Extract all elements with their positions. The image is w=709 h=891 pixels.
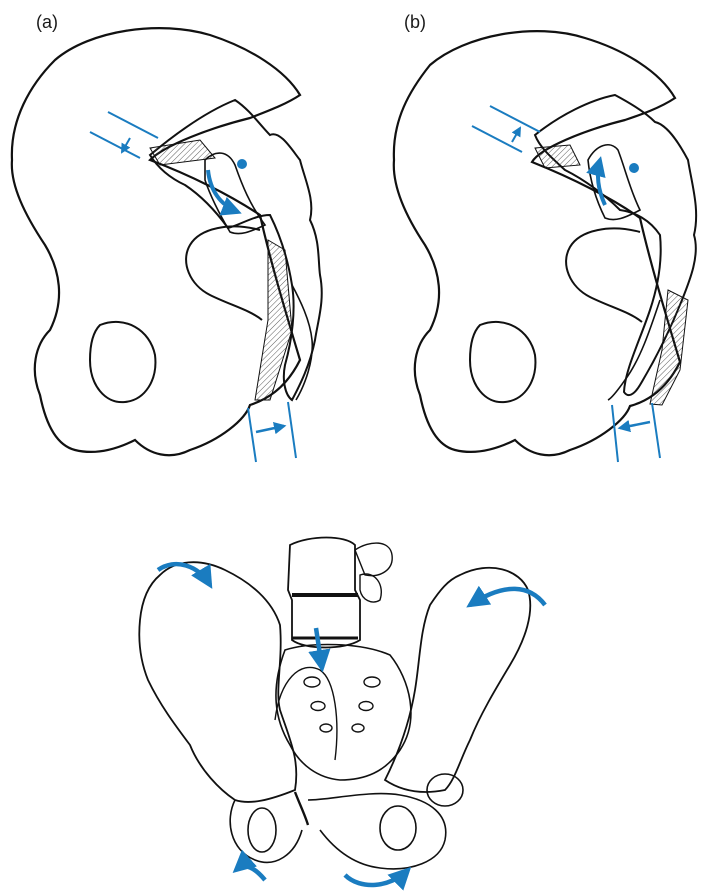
reference-line-a-bottom2	[288, 402, 296, 458]
ligament-hatch-b1	[535, 145, 580, 168]
ligament-hatch-b2	[650, 290, 688, 405]
reference-line-b-top2	[490, 106, 540, 132]
rotation-center-a	[237, 159, 247, 169]
curved-arrow-icon	[598, 160, 605, 205]
vertebra-facet	[360, 574, 381, 602]
reference-line-a-bottom1	[248, 408, 256, 462]
sacrum-anterior	[276, 645, 411, 780]
reference-line-a-top2	[108, 112, 158, 138]
reference-line-b-bottom1	[612, 405, 618, 462]
straight-arrow-icon	[512, 128, 520, 142]
panel-b-pelvis-lateral	[394, 31, 696, 462]
curved-arrow-icon	[470, 589, 545, 605]
sciatic-notch-b	[566, 228, 642, 322]
si-joint-b	[588, 145, 640, 220]
obturator-foramen-a	[90, 322, 155, 402]
curved-arrow-icon	[345, 870, 408, 885]
straight-arrow-icon	[620, 422, 650, 428]
right-ilium	[385, 568, 530, 792]
vertebra-process	[355, 543, 392, 576]
rotation-center-b	[629, 163, 639, 173]
reference-line-a-top1	[90, 132, 140, 158]
hip-bone-outline-b	[394, 31, 680, 455]
sciatic-notch-a	[186, 226, 262, 320]
pelvic-inlet	[275, 667, 337, 760]
straight-arrow-icon	[256, 426, 284, 432]
pelvis-anterior-view	[139, 538, 545, 886]
pubic-symphysis	[295, 792, 308, 825]
curved-arrow-icon	[236, 866, 265, 880]
straight-arrow-icon	[316, 628, 322, 668]
left-ilium	[139, 562, 296, 802]
curved-arrow-icon	[158, 564, 210, 585]
panel-a-pelvis-lateral	[12, 28, 322, 462]
left-obturator-foramen	[248, 808, 276, 852]
obturator-foramen-b	[470, 322, 535, 402]
right-obturator-foramen	[380, 806, 416, 850]
lumbar-vertebra	[288, 538, 360, 648]
coccyx-b	[608, 300, 660, 400]
curved-arrow-icon	[208, 170, 238, 212]
sacral-foramina	[304, 677, 380, 732]
reference-line-b-bottom2	[652, 403, 660, 458]
right-pubic-ramus	[308, 794, 446, 869]
